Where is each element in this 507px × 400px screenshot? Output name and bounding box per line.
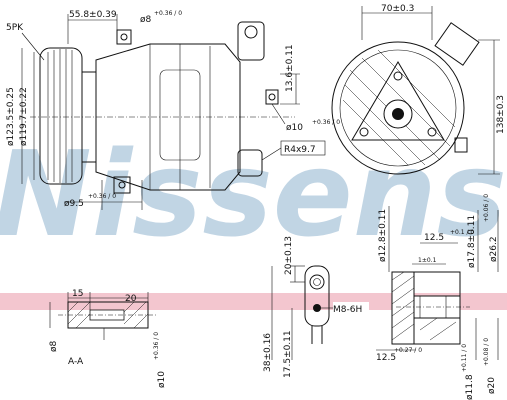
callout-fitting-thread: M8-6H [333,305,362,315]
dim-port-d20: ø20 [487,377,497,394]
main-view-dimensions: 55.8±0.39 ø8 +0.36 / 0 5PK ø123.5±0.25 ø… [6,10,340,210]
dim-section-d10: ø10 [157,371,167,388]
dim-port-d125-lower: 12.5 [376,353,396,363]
dim-hole-10: ø10 [286,123,303,133]
front-side-lug [454,137,468,153]
front-view-dimensions: 70±0.3 138±0.3 [361,4,506,175]
front-outer-ring [331,41,465,175]
rear-port-bottom [237,149,263,177]
dim-hole-9: ø9.5 [64,199,84,209]
bottom-mount-lug [113,176,131,194]
front-connector [434,22,480,66]
callout-mount-hole: R4x9.7 [284,145,316,155]
dim-port-d118: ø11.8 [465,374,475,400]
dim-pulley-inner: ø119.7±0.22 [19,87,29,146]
port-section-dimensions: ø12.8±0.11 12.5 +0.1 / 0 ø17.8±0.11 ø26.… [376,194,499,400]
pink-band [0,293,507,310]
dim-port-d118-tol: +0.11 / 0 [461,344,468,372]
section-aa-view [58,301,158,329]
callout-belt: 5PK [6,23,24,33]
dim-section-20: 20 [125,294,137,304]
compressor-front-view [331,22,480,175]
rear-port-top [237,21,265,61]
dim-fitting-d38: 38±0.16 [263,333,273,372]
dim-port-d262: ø26.2 [489,236,499,262]
front-triangle-plate [351,61,445,141]
dim-section-d8: ø8 [49,340,59,352]
dim-top-hole-tol: +0.36 / 0 [154,10,182,17]
dim-pulley-outer: ø123.5±0.25 [6,87,16,146]
dim-fitting-d175: 17.5±0.11 [283,330,293,378]
dim-height-13: 13.6±0.11 [285,44,295,92]
dim-front-height: 138±0.3 [496,95,506,134]
section-aa-dimensions: 15 20 ø8 A-A ø10 +0.36 / 0 [49,289,167,388]
dim-port-d125: 12.5 [424,233,444,243]
fitting-dimensions: 20±0.13 38±0.16 17.5±0.11 M8-6H [263,236,369,378]
top-mount-lug [116,29,132,45]
dim-fitting-d20-13: 20±0.13 [284,236,294,275]
dim-hole-10-tol: +0.36 / 0 [312,119,340,126]
callout-section-label: A-A [68,357,84,367]
dim-port-d20-tol: +0.08 / 0 [483,338,490,366]
fitting-view [304,265,330,344]
dim-hole-9-tol: +0.36 / 0 [88,193,116,200]
compressor-side-view [30,21,295,194]
watermark-text: Nissens [0,125,507,263]
side-mount-lug [265,89,279,105]
dim-port-d125-tol: +0.1 / 0 [450,229,474,236]
dim-top-hole: ø8 [140,15,152,25]
dim-port-d125-lower-tol: +0.27 / 0 [394,347,422,354]
body-rib [159,69,201,161]
pulley-grooves [47,49,73,183]
dim-section-d10-tol: +0.36 / 0 [153,332,160,360]
dim-top-width: 55.8±0.39 [69,10,117,20]
dim-front-width: 70±0.3 [381,4,414,14]
dim-port-d262-tol: +0.06 / 0 [483,194,490,222]
port-section-view [391,271,470,345]
dim-port-d12: ø12.8±0.11 [378,209,388,262]
dim-port-d179: ø17.8±0.11 [467,215,477,268]
fitting-body [304,265,330,327]
dim-section-15: 15 [72,289,83,299]
dim-port-d1: 1±0.1 [418,257,437,264]
